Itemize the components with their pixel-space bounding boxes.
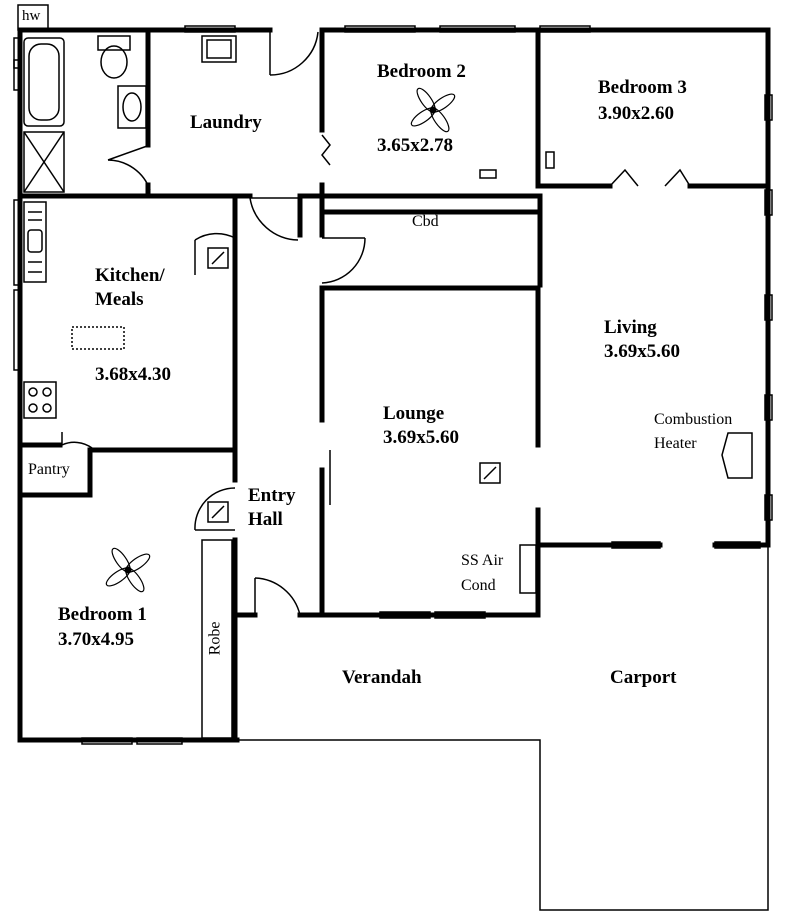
entry-label-line2: Hall xyxy=(248,509,283,530)
laundry-tub-icon xyxy=(201,35,237,63)
bedroom2-label: Bedroom 2 xyxy=(377,61,466,82)
stove-icon xyxy=(23,381,57,419)
bedroom1-label: Bedroom 1 xyxy=(58,604,147,625)
bedroom3-size: 3.90x2.60 xyxy=(598,103,674,124)
kitchen-size: 3.68x4.30 xyxy=(95,364,171,385)
aircon-label-line2: Cond xyxy=(461,577,496,594)
toilet-icon xyxy=(97,35,131,79)
bedroom2-size: 3.65x2.78 xyxy=(377,135,453,156)
bedroom2-switch xyxy=(479,151,555,179)
lounge-label: Lounge xyxy=(383,403,445,424)
living-label: Living xyxy=(604,317,657,338)
entry-label-line1: Entry xyxy=(248,485,296,506)
shower-icon xyxy=(23,131,65,193)
sink-icon xyxy=(23,201,47,283)
bathtub-icon xyxy=(23,37,65,127)
laundry-label: Laundry xyxy=(190,112,262,133)
thin-lines xyxy=(13,4,773,911)
carport-label: Carport xyxy=(610,667,677,688)
verandah-label: Verandah xyxy=(342,667,422,688)
hw-label: hw xyxy=(22,8,41,24)
bedroom1-size: 3.70x4.95 xyxy=(58,629,134,650)
heater-label-line2: Heater xyxy=(654,435,697,452)
living-size: 3.69x5.60 xyxy=(604,341,680,362)
walls xyxy=(17,27,771,743)
cupboard-label: Cbd xyxy=(412,213,439,230)
kitchen-label-line2: Meals xyxy=(95,289,144,310)
lounge-size: 3.69x5.60 xyxy=(383,427,459,448)
bedroom3-label: Bedroom 3 xyxy=(598,77,687,98)
pantry-label: Pantry xyxy=(28,461,70,478)
combustion-heater-icon xyxy=(721,432,753,479)
fixtures xyxy=(23,35,753,523)
robe-label: Robe xyxy=(206,621,224,656)
basin-icon xyxy=(117,85,147,129)
kitchen-label-line1: Kitchen/ xyxy=(95,265,165,286)
aircon-label-line1: SS Air xyxy=(461,552,504,569)
kitchen-table-icon xyxy=(71,326,125,350)
heater-label-line1: Combustion xyxy=(654,411,733,428)
vent-icon xyxy=(207,247,501,523)
doors xyxy=(61,31,691,616)
ceiling-fan-icon xyxy=(105,87,456,593)
